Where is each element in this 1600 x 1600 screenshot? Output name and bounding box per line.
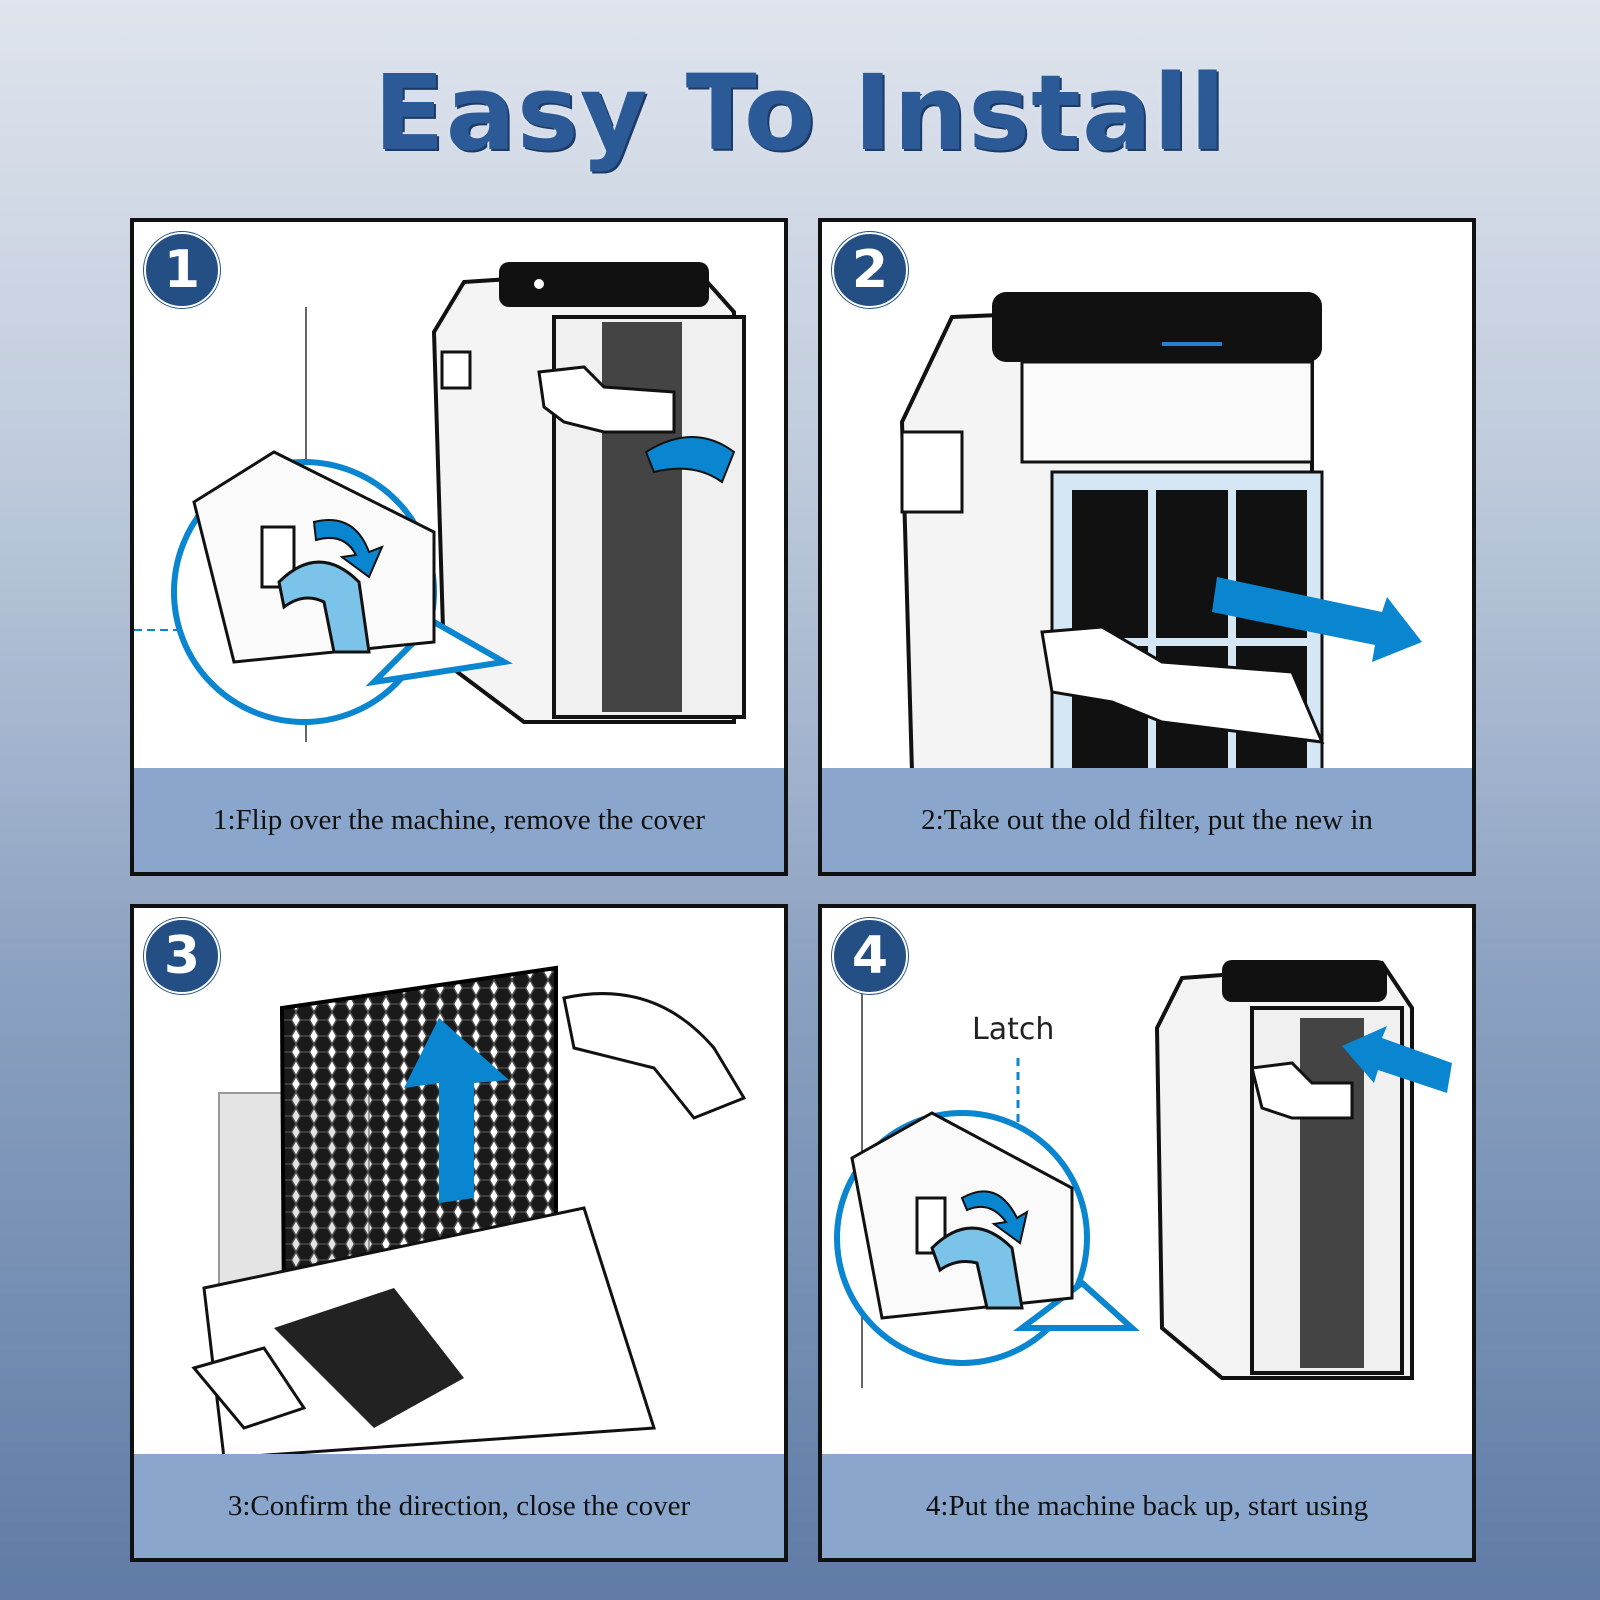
step-1-illustration [134,262,746,742]
step-4-caption: 4:Put the machine back up, start using [822,1454,1472,1558]
step-4-panel: Latch 4 4:Put the machine back up, start… [818,904,1476,1562]
step-4-badge: 4 [832,918,908,994]
step-1-badge: 1 [144,232,220,308]
latch-label: Latch [972,1012,1055,1047]
step-1-panel: 1 1:Flip over the machine, remove the co… [130,218,788,876]
page-title: Easy To Install [373,52,1227,174]
step-3-illustration [191,965,747,1458]
step-4-illustration [834,960,1452,1388]
step-3-caption: 3:Confirm the direction, close the cover [134,1454,784,1558]
step-2-illustration [899,292,1422,772]
step-1-caption: 1:Flip over the machine, remove the cove… [134,768,784,872]
step-2-badge: 2 [832,232,908,308]
step-3-panel: 3 3:Confirm the direction, close the cov… [130,904,788,1562]
step-3-badge: 3 [144,918,220,994]
step-2-panel: 2 2:Take out the old filter, put the new… [818,218,1476,876]
step-2-caption: 2:Take out the old filter, put the new i… [822,768,1472,872]
